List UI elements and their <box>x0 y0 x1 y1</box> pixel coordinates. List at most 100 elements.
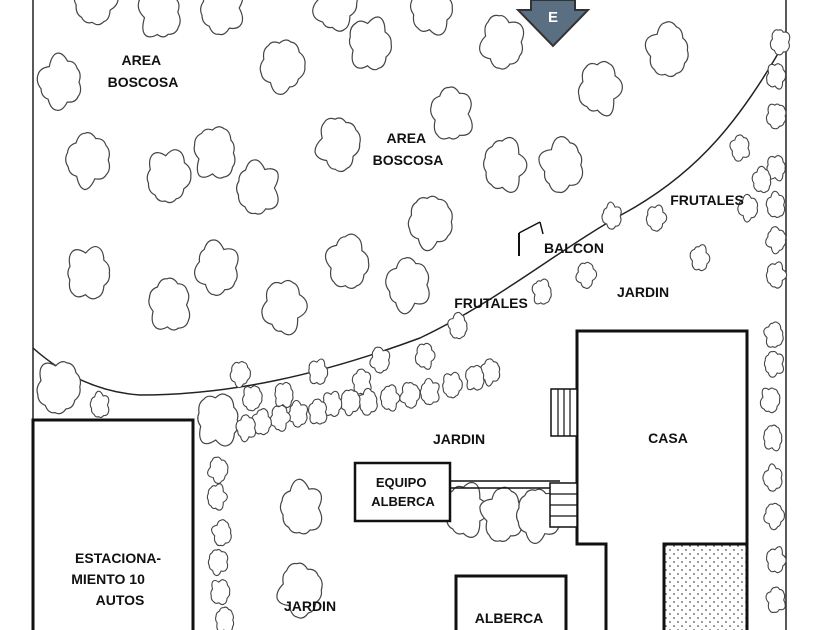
casa-terrace <box>662 542 749 630</box>
area-boscosa-label-1: AREA BOSCOSA <box>108 52 179 90</box>
tree-icon <box>430 86 473 140</box>
tree-icon <box>193 239 239 296</box>
bush-icon <box>763 424 783 452</box>
tree-icon <box>276 562 323 619</box>
bush-icon <box>765 103 787 130</box>
north-arrow-icon: E <box>515 0 591 48</box>
bush-icon <box>211 519 232 547</box>
jardin-label-1: JARDIN <box>617 284 669 300</box>
bush-icon <box>447 311 468 340</box>
bush-icon <box>765 546 787 574</box>
bush-icon <box>206 483 228 511</box>
tree-icon <box>348 16 392 71</box>
tree-icon <box>644 21 689 78</box>
bush-icon <box>759 387 781 414</box>
bush-icon <box>89 390 110 418</box>
bush-icon <box>307 398 328 425</box>
wood-boundary-line <box>32 39 787 396</box>
tree-icon <box>577 60 623 117</box>
bush-icon <box>207 549 229 577</box>
bush-icon <box>229 361 251 389</box>
bush-icon <box>763 321 784 348</box>
tree-group <box>36 0 791 630</box>
tree-icon <box>409 0 453 36</box>
bush-icon <box>465 364 485 391</box>
tree-icon <box>67 245 111 300</box>
tree-icon <box>36 361 82 415</box>
tree-icon <box>515 488 561 544</box>
bush-icon <box>766 155 786 182</box>
frutales-label-1: FRUTALES <box>670 192 744 208</box>
pipe-line <box>450 480 560 489</box>
equipo-alberca-building: EQUIPO ALBERCA <box>353 461 452 523</box>
tree-icon <box>137 0 181 38</box>
bush-icon <box>765 586 786 614</box>
balcon-marker <box>518 221 544 256</box>
bush-icon <box>274 381 294 408</box>
bush-icon <box>765 261 788 289</box>
tree-icon <box>200 0 244 36</box>
bush-icon <box>269 404 291 432</box>
casa-building: CASA <box>575 329 749 630</box>
bush-icon <box>762 463 783 492</box>
tree-icon <box>312 0 358 32</box>
stairs-icon <box>549 482 578 528</box>
bush-icon <box>575 261 598 289</box>
bush-icon <box>766 63 787 90</box>
alberca-label: ALBERCA <box>475 610 543 626</box>
alberca-area: ALBERCA <box>454 574 568 630</box>
bush-icon <box>751 165 772 194</box>
bush-icon <box>419 377 440 406</box>
tree-icon <box>479 14 525 70</box>
tree-icon <box>479 486 525 543</box>
tree-icon <box>324 233 370 289</box>
equipo-alberca-label: EQUIPO ALBERCA <box>371 475 435 509</box>
tree-icon <box>65 132 111 191</box>
bush-icon <box>210 579 231 606</box>
tree-icon <box>279 478 323 535</box>
tree-icon <box>36 52 82 111</box>
north-arrow-shape <box>515 0 591 48</box>
bush-icon <box>442 371 463 399</box>
bush-icon <box>769 29 791 56</box>
tree-icon <box>236 159 279 215</box>
bush-icon <box>531 278 552 305</box>
balcon-label: BALCON <box>544 240 604 256</box>
bush-icon <box>207 456 229 485</box>
casa-label: CASA <box>648 430 688 446</box>
stairs-icon <box>550 388 578 437</box>
tree-icon <box>148 277 191 331</box>
tree-icon <box>193 126 236 179</box>
jardin-label-3: JARDIN <box>284 598 336 614</box>
tree-icon <box>73 0 119 26</box>
jardin-label-2: JARDIN <box>433 431 485 447</box>
bush-icon <box>737 193 759 223</box>
bush-icon <box>369 346 391 374</box>
bush-icon <box>242 385 263 412</box>
tree-icon <box>483 136 528 193</box>
bush-icon <box>379 384 401 412</box>
bush-icon <box>765 190 786 219</box>
bush-icon <box>339 389 361 417</box>
tree-icon <box>314 117 361 173</box>
bush-icon <box>215 606 235 630</box>
bush-icon <box>763 350 785 378</box>
tree-icon <box>385 257 430 315</box>
frutales-label-2: FRUTALES <box>454 295 528 311</box>
tree-icon <box>538 136 584 194</box>
bush-icon <box>235 414 257 443</box>
bush-icon <box>308 358 329 385</box>
bush-icon <box>729 134 750 162</box>
bush-icon <box>414 342 436 370</box>
estacionamiento-building: ESTACIONA- MIENTO 10 AUTOS <box>31 418 195 630</box>
estacionamiento-label: ESTACIONA- MIENTO 10 AUTOS <box>71 550 165 608</box>
bush-icon <box>399 382 421 409</box>
tree-icon <box>146 149 192 204</box>
tree-icon <box>407 195 453 252</box>
tree-icon <box>197 393 239 447</box>
bush-icon <box>765 226 787 255</box>
north-arrow-letter: E <box>548 9 558 26</box>
tree-icon <box>261 279 308 336</box>
bush-icon <box>645 204 668 232</box>
